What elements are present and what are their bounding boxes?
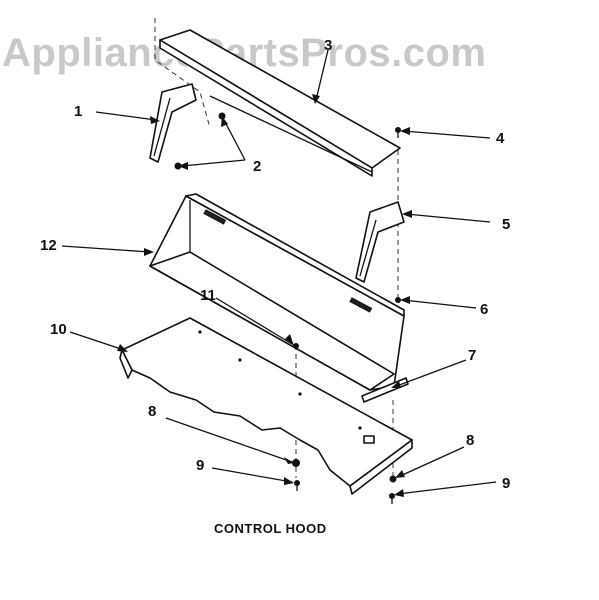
screw-9-right — [389, 493, 395, 504]
callout-5: 5 — [502, 216, 510, 233]
callout-7: 7 — [468, 347, 476, 364]
callout-2: 2 — [253, 158, 261, 175]
callout-9-left: 9 — [196, 457, 204, 474]
callout-12: 12 — [40, 237, 57, 254]
screw-9-left — [294, 480, 300, 491]
part-control-panel — [149, 193, 405, 391]
callout-9-right: 9 — [502, 475, 510, 492]
screw-11 — [293, 343, 299, 349]
part-right-end-bracket — [355, 201, 405, 283]
part-base-plate — [119, 317, 413, 495]
callout-4: 4 — [496, 130, 505, 147]
screw-6 — [395, 297, 401, 303]
callout-1: 1 — [74, 103, 82, 120]
leader-lines — [61, 49, 497, 497]
callout-6: 6 — [480, 301, 488, 318]
callout-3: 3 — [324, 37, 332, 54]
nut-8-left — [292, 459, 300, 467]
nut-8-right — [389, 475, 397, 483]
callout-labels: 1 2 3 4 5 6 7 8 8 9 9 10 11 12 — [40, 37, 510, 492]
callout-8-left: 8 — [148, 403, 156, 420]
diagram-caption: CONTROL HOOD — [214, 521, 327, 536]
callout-8-right: 8 — [466, 432, 474, 449]
part-left-end-bracket — [149, 83, 197, 163]
part-hood-top-panel — [159, 29, 401, 177]
callout-11: 11 — [200, 287, 216, 304]
screw-4 — [395, 127, 401, 138]
callout-10: 10 — [50, 321, 67, 338]
